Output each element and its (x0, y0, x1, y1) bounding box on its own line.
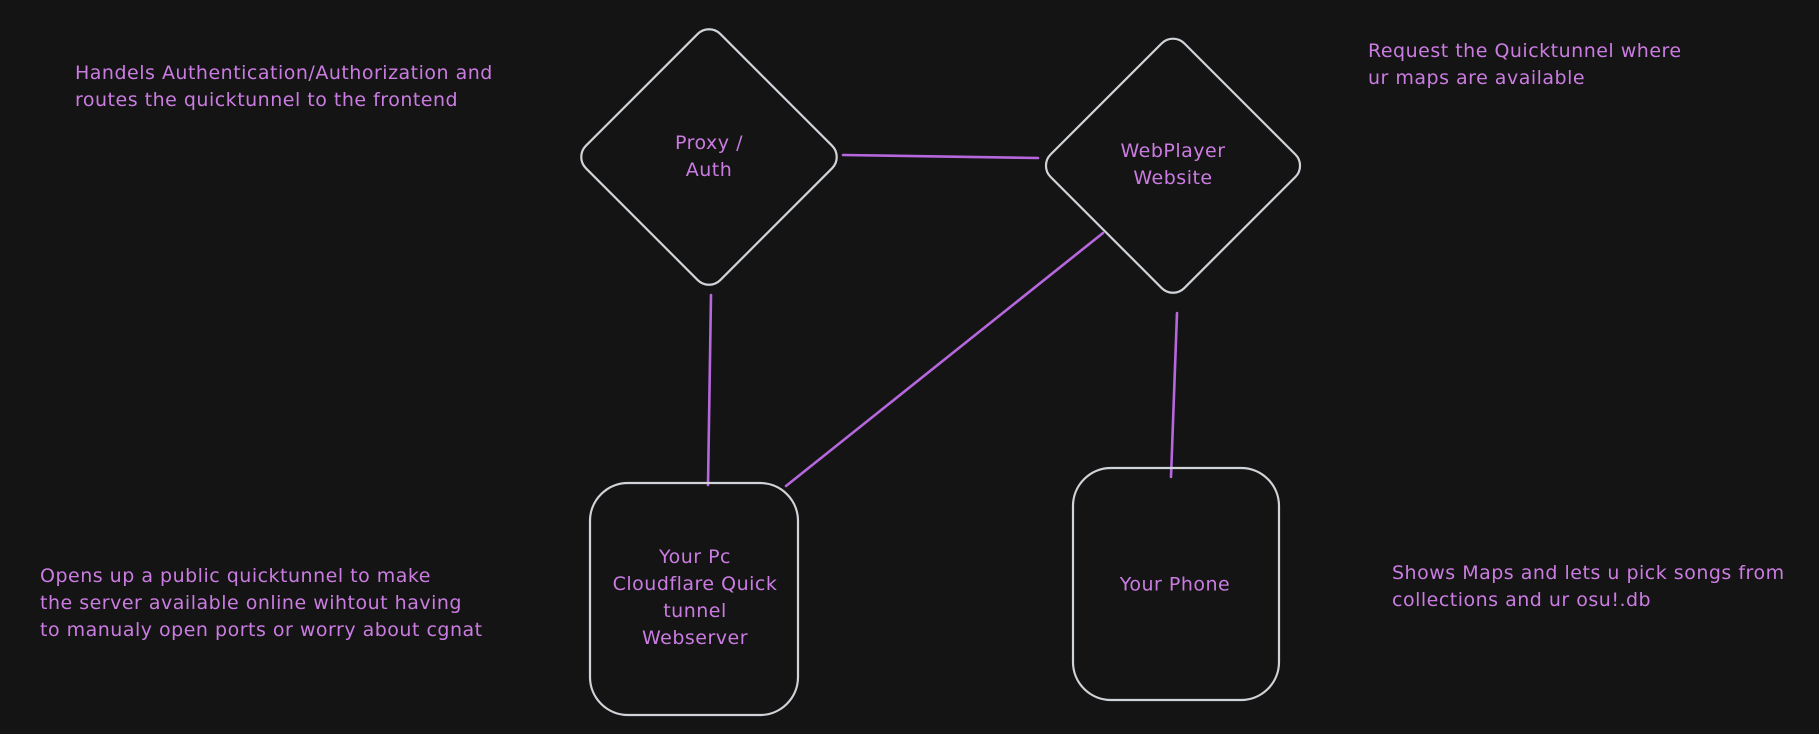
node-label-your-phone[interactable]: Your Phone (1119, 573, 1231, 596)
annotation-webserver-note[interactable]: Opens up a public quicktunnel to make th… (40, 565, 483, 641)
edge-proxy-to-webplayer[interactable] (841, 153, 1040, 160)
box-pc-quicktunnel-webserver[interactable] (588, 481, 800, 717)
node-label-proxy-auth[interactable]: Proxy / Auth (675, 132, 743, 181)
annotation-phone-note[interactable]: Shows Maps and lets u pick songs from co… (1392, 562, 1785, 611)
edge-webplayer-to-webserver[interactable] (784, 231, 1105, 488)
diamond-webplayer-website[interactable] (1039, 32, 1306, 299)
diamond-proxy-auth[interactable] (575, 23, 844, 292)
node-label-webplayer-website[interactable]: WebPlayer Website (1120, 140, 1226, 189)
annotation-proxy-note[interactable]: Handels Authentication/Authorization and… (75, 62, 493, 111)
node-label-pc-quicktunnel-webserver[interactable]: Your Pc Cloudflare Quick tunnel Webserve… (612, 546, 778, 649)
annotation-webplayer-note[interactable]: Request the Quicktunnel where ur maps ar… (1368, 40, 1682, 89)
edge-webplayer-to-phone[interactable] (1169, 311, 1179, 479)
box-your-phone[interactable] (1071, 466, 1281, 702)
edge-proxy-to-webserver[interactable] (706, 293, 713, 487)
